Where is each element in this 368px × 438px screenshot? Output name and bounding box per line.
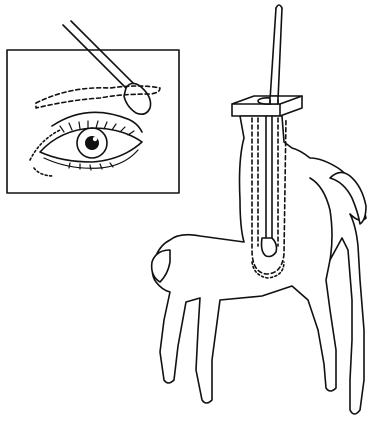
applicator-stick bbox=[270, 5, 282, 100]
lower-lid-line bbox=[44, 150, 138, 168]
catchlight bbox=[93, 137, 97, 141]
lower-eyelashes bbox=[69, 163, 113, 170]
container-rim bbox=[232, 96, 302, 116]
kohl-line-dotted bbox=[30, 130, 60, 160]
inset-frame bbox=[7, 50, 179, 193]
kohl-line-lower-dotted bbox=[34, 168, 54, 176]
kohl-container bbox=[152, 5, 366, 414]
animal-body-outline bbox=[152, 116, 366, 414]
eye-inset bbox=[7, 21, 179, 193]
